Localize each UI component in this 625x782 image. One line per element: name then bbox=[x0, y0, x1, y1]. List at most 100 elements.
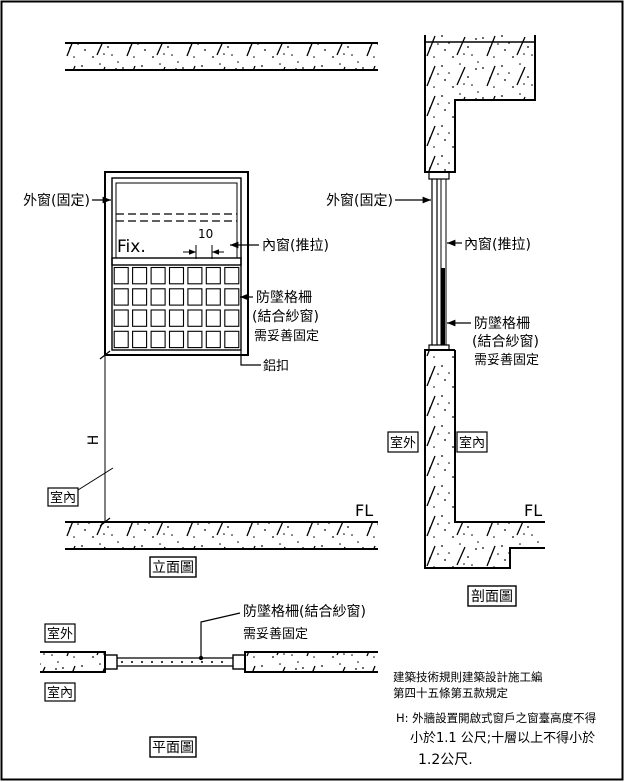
grille-cell bbox=[132, 266, 148, 285]
grille-cell bbox=[132, 288, 148, 306]
section-inner-window-label: 內窗(推拉) bbox=[464, 236, 531, 253]
height-label: H bbox=[86, 435, 102, 446]
plan-grille-leader bbox=[200, 612, 241, 656]
plan-outdoor-tag: 室外 bbox=[44, 623, 76, 643]
height-dimension: H bbox=[86, 350, 111, 527]
section-grille-label-3: 需妥善固定 bbox=[474, 352, 539, 368]
grille-cell bbox=[205, 330, 221, 349]
grille-cell bbox=[150, 330, 166, 349]
screen-dot bbox=[161, 661, 163, 663]
grille-cell bbox=[168, 330, 185, 349]
grille-cell bbox=[113, 266, 129, 285]
grille-cell bbox=[132, 309, 148, 327]
plan-outdoor-label: 室外 bbox=[47, 626, 73, 642]
screen-dot bbox=[141, 661, 143, 663]
section-outdoor-label: 室外 bbox=[390, 435, 416, 451]
plan-screen-dots bbox=[121, 661, 223, 663]
screen-dot bbox=[191, 661, 193, 663]
plan-title: 平面圖 bbox=[149, 736, 197, 758]
grille-cell bbox=[150, 288, 166, 306]
regulation-notes: 建築技術規則建築設計施工編 第四十五條第五款規定 H: 外牆設置開啟式窗戶之窗臺… bbox=[393, 670, 596, 768]
grille-cell bbox=[224, 288, 240, 306]
plan-left-wall bbox=[40, 651, 106, 673]
elevation-view: Fix. 10 外窗(固定) 內窗(推拉) 防墜格柵 (結合紗窗) 需妥善固定 … bbox=[23, 42, 378, 578]
plan-indoor-tag: 室內 bbox=[44, 682, 76, 702]
grille-cell bbox=[224, 309, 240, 327]
grille-label-2: (結合紗窗) bbox=[252, 308, 319, 325]
grille-cell bbox=[150, 266, 166, 285]
outer-window-label: 外窗(固定) bbox=[23, 192, 90, 209]
grille-label-3: 需妥善固定 bbox=[254, 328, 319, 344]
plan-grille-label-1: 防墜格柵(結合紗窗) bbox=[243, 603, 366, 620]
screen-dot bbox=[181, 661, 183, 663]
grille-cell bbox=[205, 288, 221, 306]
section-indoor-tag: 室內 bbox=[456, 431, 488, 453]
elevation-grille bbox=[113, 266, 240, 349]
latch-label: 鋁扣 bbox=[263, 359, 289, 374]
plan-grille-label-2: 需妥善固定 bbox=[243, 626, 308, 642]
elevation-title: 立面圖 bbox=[149, 556, 197, 578]
section-view: 外窗(固定) 內窗(推拉) 防墜格柵 (結合紗窗) 需妥善固定 室外 室內 FL… bbox=[326, 35, 545, 607]
section-window bbox=[428, 171, 450, 351]
section-outdoor-tag: 室外 bbox=[387, 431, 419, 453]
note-line-1: 建築技術規則建築設計施工編 bbox=[393, 670, 543, 684]
elevation-indoor-tag: 室內 bbox=[47, 467, 114, 507]
grille-cell bbox=[205, 266, 221, 285]
note-line-3: H: 外牆設置開啟式窗戶之窗臺高度不得 bbox=[396, 711, 596, 725]
screen-dot bbox=[201, 661, 203, 663]
grille-cell bbox=[113, 330, 129, 349]
grille-cell bbox=[113, 309, 129, 327]
plan-window bbox=[104, 654, 246, 670]
screen-dot bbox=[121, 661, 123, 663]
plan-title-text: 平面圖 bbox=[152, 740, 194, 756]
section-grille bbox=[441, 268, 445, 345]
section-lower-structure bbox=[424, 349, 545, 569]
section-title-text: 剖面圖 bbox=[471, 589, 513, 605]
screen-dot bbox=[131, 661, 133, 663]
screen-dot bbox=[151, 661, 153, 663]
grille-cell bbox=[187, 330, 203, 349]
elevation-window bbox=[104, 171, 249, 356]
screen-dot bbox=[211, 661, 213, 663]
grille-label-1: 防墜格柵 bbox=[256, 290, 312, 306]
grille-cell bbox=[224, 330, 240, 349]
dimension-10: 10 bbox=[183, 227, 224, 259]
grille-cell bbox=[132, 330, 148, 349]
elevation-ceiling-slab bbox=[65, 42, 378, 71]
elevation-floor-slab bbox=[65, 521, 378, 550]
grille-cell bbox=[113, 288, 129, 306]
fix-label: Fix. bbox=[117, 237, 146, 257]
grille-cell bbox=[205, 309, 221, 327]
plan-indoor-label: 室內 bbox=[47, 685, 73, 701]
screen-dot bbox=[171, 661, 173, 663]
elevation-indoor-label: 室內 bbox=[50, 490, 76, 506]
plan-leader-dot bbox=[198, 655, 204, 661]
section-indoor-label: 室內 bbox=[459, 435, 485, 451]
screen-dot bbox=[221, 661, 223, 663]
section-grille-label-2: (結合紗窗) bbox=[472, 333, 539, 350]
grille-cell bbox=[168, 309, 185, 327]
note-line-2: 第四十五條第五款規定 bbox=[393, 686, 508, 700]
plan-view: 防墜格柵(結合紗窗) 需妥善固定 室外 室內 平面圖 bbox=[40, 603, 378, 758]
section-floor-label: FL bbox=[524, 501, 542, 520]
section-upper-structure bbox=[424, 35, 536, 173]
section-title: 剖面圖 bbox=[467, 585, 517, 607]
grille-cell bbox=[187, 309, 203, 327]
note-line-5: 1.2公尺. bbox=[418, 752, 473, 768]
grille-cell bbox=[224, 266, 240, 285]
grille-cell bbox=[150, 309, 166, 327]
inner-window-label: 內窗(推拉) bbox=[262, 237, 329, 254]
grille-cell bbox=[187, 266, 203, 285]
dimension-label: 10 bbox=[198, 227, 213, 241]
elevation-floor-label: FL bbox=[355, 501, 373, 520]
plan-right-wall bbox=[244, 651, 378, 673]
section-outer-window-label: 外窗(固定) bbox=[326, 192, 393, 209]
latch-leader bbox=[240, 350, 261, 366]
grille-cell bbox=[168, 266, 185, 285]
grille-cell bbox=[168, 288, 185, 306]
section-grille-label-1: 防墜格柵 bbox=[474, 316, 530, 332]
elevation-title-text: 立面圖 bbox=[152, 560, 194, 576]
grille-cell bbox=[187, 288, 203, 306]
